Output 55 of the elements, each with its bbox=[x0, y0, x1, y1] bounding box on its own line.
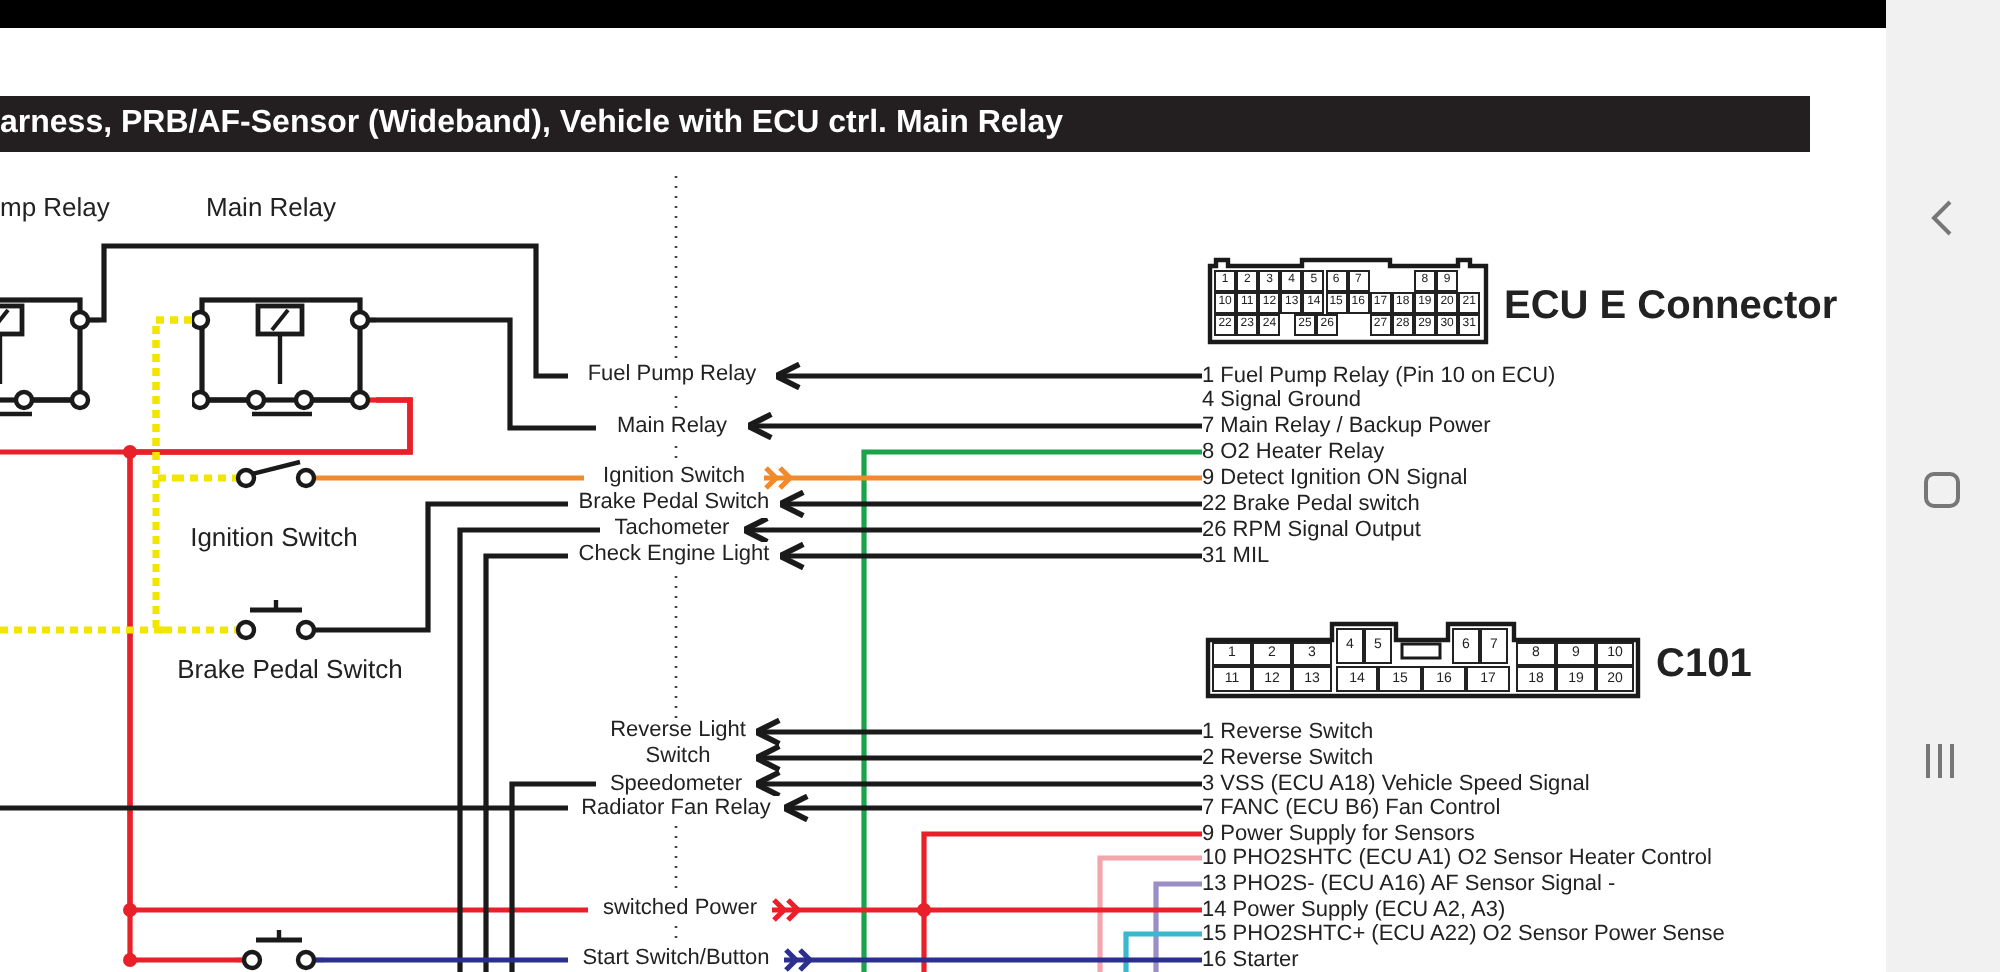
wire bbox=[0, 626, 164, 634]
wire bbox=[753, 743, 1202, 773]
status-bar bbox=[0, 0, 1886, 28]
relay-label: Main Relay bbox=[206, 192, 337, 222]
wire bbox=[0, 805, 568, 811]
connector-title: C101 bbox=[1656, 642, 1752, 688]
wire bbox=[1123, 931, 1202, 972]
wire bbox=[753, 769, 1202, 799]
pin-description: 13 PHO2S- (ECU A16) AF Sensor Signal - bbox=[1202, 871, 1616, 897]
connector-title: ECU E Connector bbox=[1504, 284, 1838, 330]
wire bbox=[98, 243, 568, 379]
switch-label: Brake Pedal Switch bbox=[175, 654, 405, 684]
pin-description: 31 MIL bbox=[1202, 543, 1270, 569]
wire bbox=[457, 527, 600, 972]
pin-description: 7 Main Relay / Backup Power bbox=[1202, 413, 1491, 439]
wire bbox=[753, 717, 1202, 747]
pin-description: 22 Brake Pedal switch bbox=[1202, 491, 1420, 517]
pin-description: 9 Power Supply for Sensors bbox=[1202, 821, 1475, 847]
wire bbox=[127, 397, 413, 963]
wire bbox=[771, 897, 1202, 923]
pin-description: 3 VSS (ECU A18) Vehicle Speed Signal bbox=[1202, 771, 1590, 797]
pin-description: 10 PHO2SHTC (ECU A1) O2 Sensor Heater Control bbox=[1202, 845, 1712, 871]
switch-label: Ignition Switch bbox=[188, 522, 360, 552]
wire bbox=[745, 411, 1202, 441]
pin-description: 14 Power Supply (ECU A2, A3) bbox=[1202, 897, 1506, 923]
pin-description: 1 Reverse Switch bbox=[1202, 719, 1374, 745]
wire bbox=[781, 793, 1202, 823]
wire bbox=[921, 831, 1202, 972]
wire bbox=[777, 541, 1202, 571]
wire bbox=[763, 465, 1202, 491]
wire bbox=[324, 957, 568, 963]
wire bbox=[741, 515, 1202, 545]
pin-description: 7 FANC (ECU B6) Fan Control bbox=[1202, 795, 1501, 821]
wire bbox=[152, 316, 192, 634]
pin-description: 1 Fuel Pump Relay (Pin 10 on ECU) bbox=[1202, 363, 1556, 389]
pin-description: 9 Detect Ignition ON Signal bbox=[1202, 465, 1468, 491]
wire bbox=[483, 553, 568, 972]
wire bbox=[372, 475, 584, 481]
wire bbox=[777, 489, 1202, 519]
title-banner: arness, PRB/AF-Sensor (Wideband), Vehicle with ECU ctrl. Main Relay bbox=[0, 96, 1810, 152]
wire bbox=[1097, 855, 1202, 972]
pin-description: 15 PHO2SHTC+ (ECU A22) O2 Sensor Power Sense bbox=[1202, 921, 1725, 947]
pin-description: 2 Reverse Switch bbox=[1202, 745, 1374, 771]
wire bbox=[1153, 881, 1202, 972]
pin-description: 4 Signal Ground bbox=[1202, 387, 1361, 413]
wire bbox=[376, 317, 596, 431]
pin-description: 26 RPM Signal Output bbox=[1202, 517, 1421, 543]
wire bbox=[509, 781, 596, 972]
wire bbox=[773, 361, 1202, 391]
wire bbox=[861, 449, 1202, 972]
wire bbox=[783, 947, 1202, 972]
relay-label: mp Relay bbox=[0, 192, 110, 222]
pin-description: 8 O2 Heater Relay bbox=[1202, 439, 1385, 465]
wire bbox=[416, 501, 568, 633]
pin-description: 16 Starter bbox=[1202, 947, 1299, 972]
